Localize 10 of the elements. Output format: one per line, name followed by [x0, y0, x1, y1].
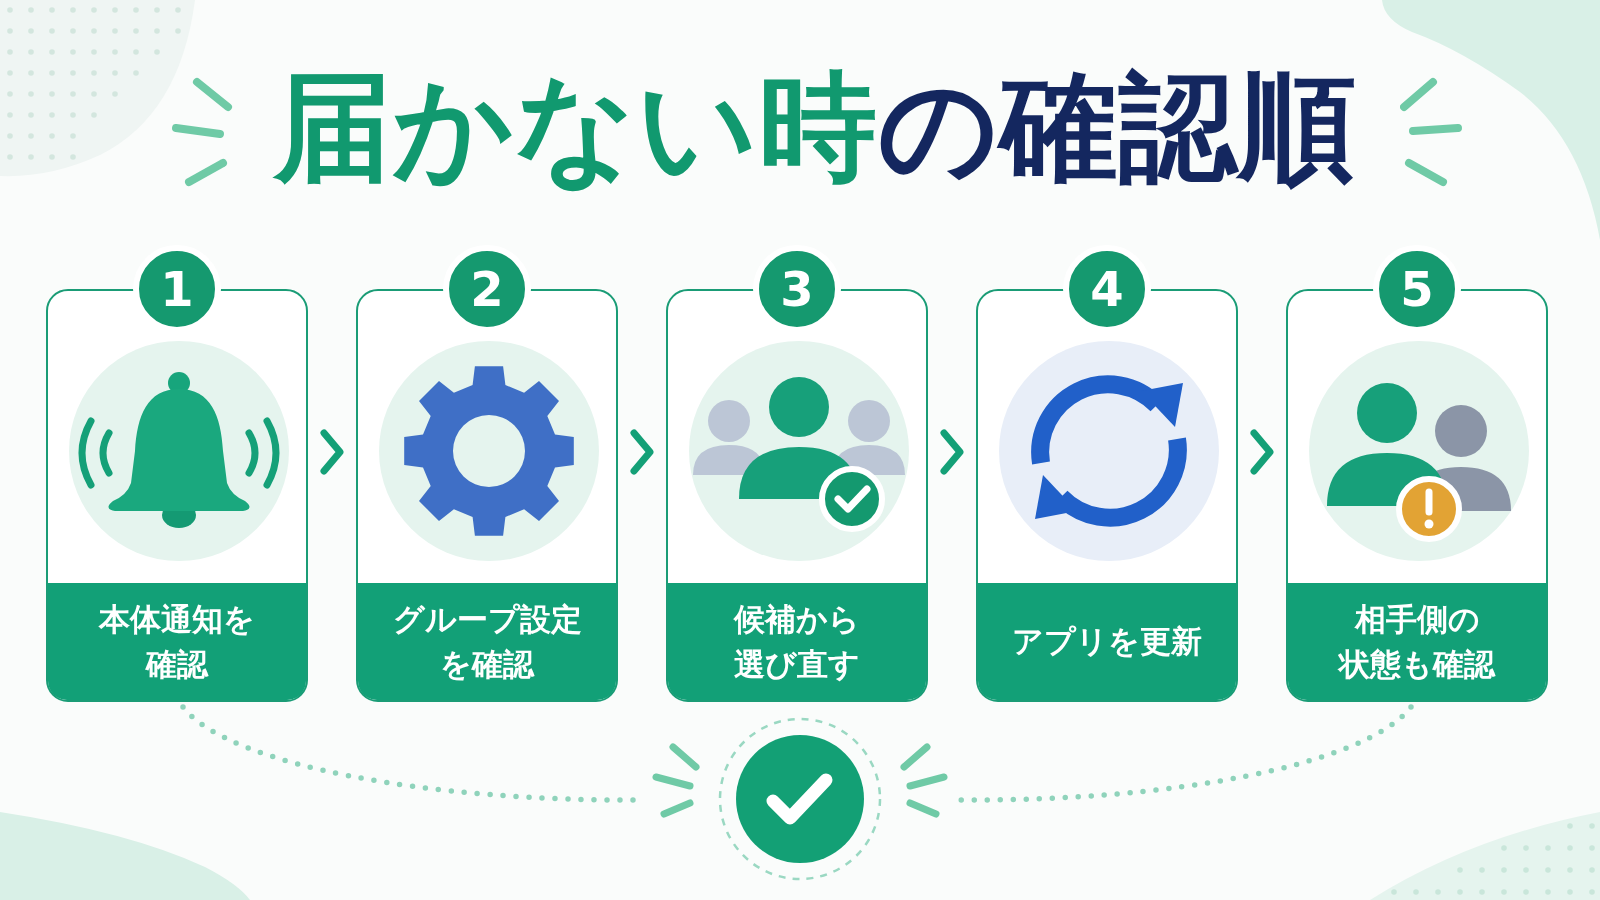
step-label: 本体通知を確認 [97, 600, 256, 684]
step-label: 候補から選び直す [732, 600, 861, 684]
step-label: 相手側の状態も確認 [1336, 600, 1497, 684]
chevron-arrow [630, 429, 654, 475]
title: 届かない時の確認順 [273, 66, 1357, 190]
step-label: グループ設定を確認 [391, 600, 583, 684]
chevron-arrow [940, 429, 964, 475]
chevron-arrow [320, 429, 344, 475]
chevron-arrow [1250, 429, 1274, 475]
step-label: アプリを更新 [1012, 622, 1202, 662]
